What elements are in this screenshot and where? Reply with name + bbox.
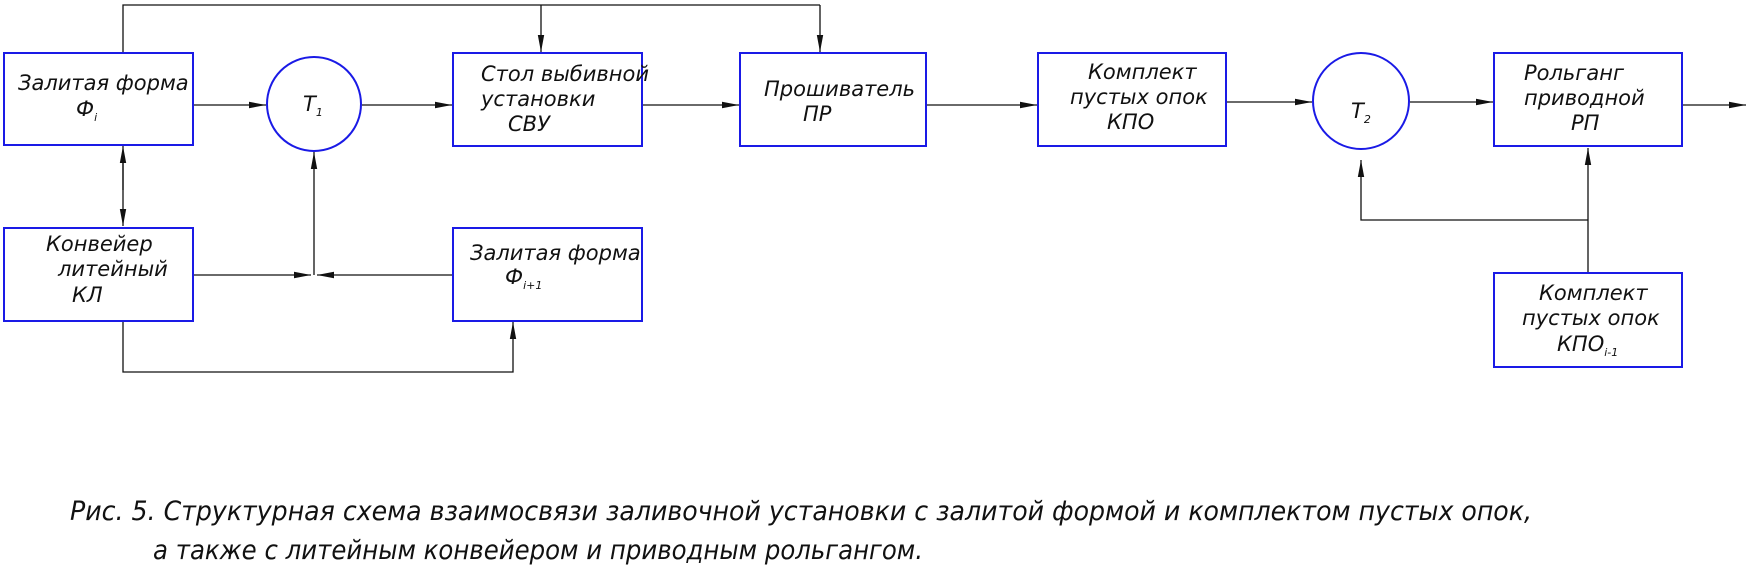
knockout-table-line2: установки (480, 87, 595, 111)
block-conveyor: Конвейер литейный КЛ (3, 227, 194, 322)
piercer-line2: ПР (803, 102, 832, 126)
piercer-line1: Прошиватель (764, 77, 915, 101)
timer2-circle: T2 (1312, 52, 1410, 150)
connector-top-bus (122, 4, 820, 53)
block-empty-flasks-prev: Комплект пустых опок КПОi-1 (1493, 272, 1683, 368)
arrow-branch-to-timer2 (1357, 160, 1588, 221)
knockout-table-line1: Стол выбивной (481, 62, 649, 86)
empty-flasks-prev-line1: Комплект (1539, 281, 1648, 305)
block-poured-form: Залитая форма Фi (3, 52, 194, 146)
empty-flasks-line2: пустых опок (1070, 85, 1208, 109)
block-piercer: Прошиватель ПР (739, 52, 927, 147)
timer2-label: T2 (1351, 99, 1371, 126)
conveyor-line3: КЛ (72, 283, 103, 307)
roller-table-line3: РП (1571, 111, 1600, 135)
arrow-conveyor-to-next-form (122, 322, 517, 373)
figure-caption-line1: Рис. 5. Структурная схема взаимосвязи за… (70, 496, 1532, 527)
connectors (119, 4, 1746, 373)
block-knockout-table: Стол выбивной установки СВУ (452, 52, 649, 147)
conveyor-line2: литейный (57, 257, 168, 281)
poured-form-next-symbol: Фi+1 (505, 265, 542, 292)
block-roller-table: Рольганг приводной РП (1493, 52, 1683, 147)
figure-caption-line2: а также с литейным конвейером и приводны… (153, 535, 923, 566)
block-poured-form-next: Залитая форма Фi+1 (452, 227, 643, 322)
block-empty-flasks: Комплект пустых опок КПО (1037, 52, 1227, 147)
empty-flasks-prev-line3: КПОi-1 (1557, 332, 1618, 359)
empty-flasks-prev-line2: пустых опок (1522, 306, 1660, 330)
timer1-label: T1 (303, 92, 323, 119)
empty-flasks-line1: Комплект (1088, 60, 1197, 84)
poured-form-symbol: Фi (76, 97, 97, 124)
poured-form-next-label: Залитая форма (470, 241, 641, 265)
knockout-table-line3: СВУ (508, 112, 551, 136)
timer1-circle: T1 (266, 56, 362, 152)
roller-table-line2: приводной (1524, 86, 1645, 110)
roller-table-line1: Рольганг (1524, 61, 1625, 85)
poured-form-label: Залитая форма (18, 71, 189, 95)
conveyor-line1: Конвейер (46, 232, 153, 256)
empty-flasks-line3: КПО (1107, 110, 1154, 134)
